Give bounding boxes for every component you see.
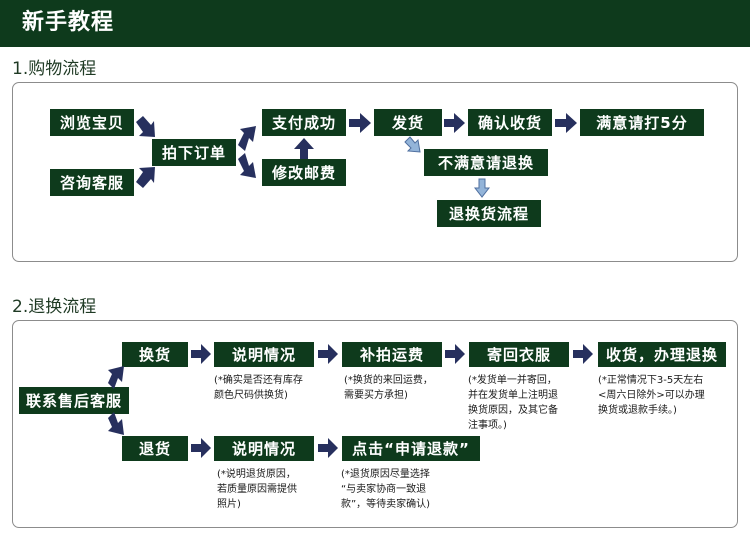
arrow-pay-to-ship [349, 113, 371, 133]
node-ship: 发货 [374, 109, 442, 136]
note-send-back: (*发货单一并寄回， 并在发货单上注明退 换货原因，及其它备 注事项。) [468, 375, 558, 431]
node-explain-refund: 说明情况 [214, 436, 314, 461]
node-return-flow: 退换货流程 [437, 200, 541, 227]
note-explain-exchange: (*确实是否还有库存 颜色尺码供换货) [214, 375, 303, 401]
arrow-consult-to-order [136, 167, 155, 188]
node-receive-refund: 收货，办理退换 [598, 342, 726, 367]
arrow-unsatisfied-to-return [473, 178, 491, 198]
arrow-contact-to-exchange [108, 366, 124, 389]
node-reshoot-fee: 补拍运费 [342, 342, 442, 367]
arrow-explain-to-fee [318, 344, 338, 364]
arrow-order-to-pay [238, 126, 256, 151]
node-pay-success: 支付成功 [262, 109, 346, 136]
node-satisfied: 满意请打5分 [580, 109, 704, 136]
node-consult: 咨询客服 [50, 169, 134, 196]
node-confirm-receipt: 确认收货 [468, 109, 552, 136]
arrow-confirm-to-satisfied [555, 113, 577, 133]
node-refund: 退货 [122, 436, 188, 461]
page-header: 新手教程 [0, 0, 750, 47]
arrow-explain-to-apply [318, 438, 338, 458]
arrow-sendback-to-receive [573, 344, 593, 364]
node-explain-exchange: 说明情况 [214, 342, 314, 367]
node-apply-refund: 点击“申请退款” [342, 436, 480, 461]
section-title-shopping: 1.购物流程 [12, 59, 97, 79]
node-place-order: 拍下订单 [152, 139, 236, 166]
node-exchange: 换货 [122, 342, 188, 367]
arrow-fee-to-sendback [445, 344, 465, 364]
note-apply-refund: (*退货原因尽量选择 “与卖家协商一致退 款”，等待卖家确认) [341, 469, 431, 510]
node-browse: 浏览宝贝 [50, 109, 134, 136]
note-reshoot-fee: (*换货的来回运费， 需要买方承担) [344, 375, 433, 401]
arrow-browse-to-order [136, 116, 155, 137]
node-unsatisfied: 不满意请退换 [424, 149, 548, 176]
arrow-refund-to-explain [191, 438, 211, 458]
node-send-back: 寄回衣服 [469, 342, 569, 367]
note-explain-refund: (*说明退货原因， 若质量原因需提供 照片) [217, 469, 297, 510]
arrow-ship-to-confirm [444, 113, 465, 133]
node-contact-service: 联系售后客服 [19, 387, 129, 414]
arrow-exchange-to-explain [191, 344, 211, 364]
section-title-return: 2.退换流程 [12, 297, 97, 317]
arrow-order-to-edit [238, 153, 256, 178]
arrow-contact-to-refund [108, 412, 124, 435]
arrow-ship-to-unsatisfied [404, 136, 421, 153]
node-edit-postage: 修改邮费 [262, 159, 346, 186]
page-title: 新手教程 [22, 10, 115, 35]
arrow-edit-to-pay [294, 138, 314, 159]
note-receive-refund: (*正常情况下3-5天左右 <周六日除外>可以办理 换货或退款手续。) [598, 375, 705, 416]
